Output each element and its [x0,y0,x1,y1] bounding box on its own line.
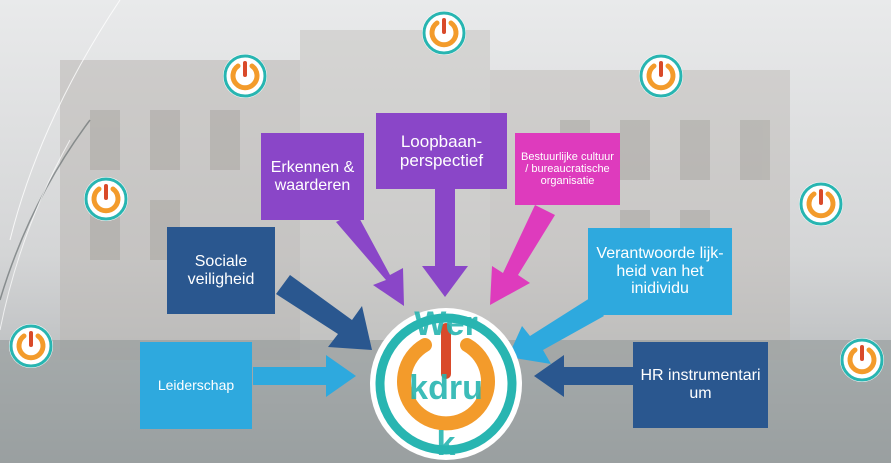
box-leiderschap: Leiderschap [140,342,252,429]
arrow-loopbaan [422,188,468,297]
box-hr: HR instrumentari um [633,342,768,428]
arrow-bestuurlijke [490,205,555,305]
power-icon [223,54,267,98]
arrow-hr [534,355,634,397]
box-hr-label: HR instrumentari um [640,367,761,402]
arrow-erkennen [336,212,404,306]
arrow-sociale-veiligheid [276,275,372,350]
center-line-2: kdru [409,369,483,407]
power-icon [397,338,495,431]
box-erkennen: Erkennen & waarderen [261,133,364,220]
power-icon [799,182,843,226]
power-icon [84,177,128,221]
power-icon [840,338,884,382]
power-icon [639,54,683,98]
box-verantwoordelijkheid: Verantwoorde lijk-heid van het inidividu [588,228,732,315]
box-loopbaan: Loopbaan-perspectief [376,113,507,189]
center-werkdruk: Wer kdru k [370,305,522,463]
center-line-1: Wer [414,305,478,343]
arrow-verantwoordelijkheid [508,298,604,364]
arrow-leiderschap [253,355,356,397]
box-loopbaan-label: Loopbaan-perspectief [399,131,484,170]
center-line-3: k [437,425,456,463]
box-bestuurlijke-label: Bestuurlijke cultuur / bureaucratische o… [521,150,614,188]
box-bestuurlijke: Bestuurlijke cultuur / bureaucratische o… [515,133,620,205]
power-icon [422,11,466,55]
box-leiderschap-label: Leiderschap [157,376,235,393]
box-sociale-veiligheid-label: Sociale veiligheid [187,252,255,288]
power-icon [9,324,53,368]
box-erkennen-label: Erkennen & waarderen [270,158,355,194]
box-verantwoordelijkheid-label: Verantwoorde lijk-heid van het inidividu [596,244,724,298]
box-sociale-veiligheid: Sociale veiligheid [167,227,275,314]
